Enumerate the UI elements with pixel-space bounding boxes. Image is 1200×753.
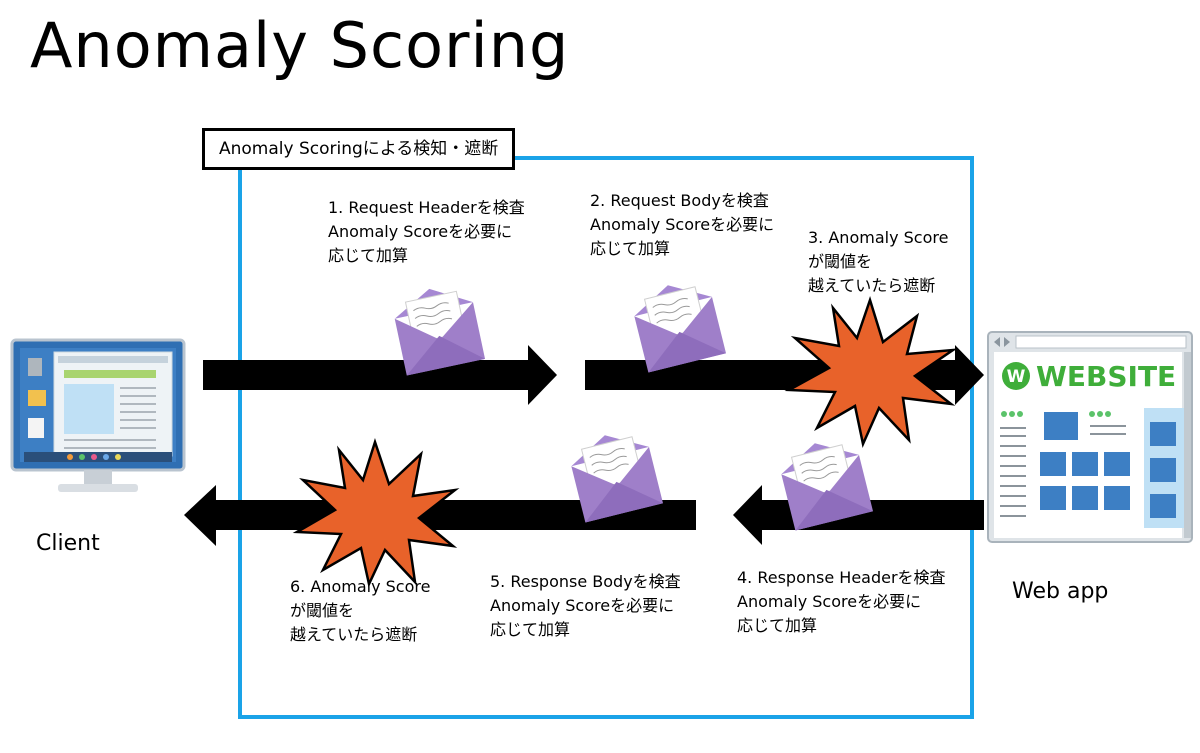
explosion-icon [292, 437, 460, 588]
webapp-label: Web app [1012, 579, 1109, 604]
step-2-annotation: 2. Request Bodyを検査 Anomaly Scoreを必要に 応じて… [590, 189, 774, 261]
envelope-icon [571, 435, 664, 523]
step-1-line-3: 応じて加算 [328, 246, 409, 265]
client-label: Client [36, 531, 100, 556]
step-3-line-1: 3. Anomaly Score [808, 228, 949, 247]
step-2-line-2: Anomaly Scoreを必要に [590, 215, 775, 234]
frame-label: Anomaly Scoringによる検知・遮断 [202, 128, 516, 170]
envelope-icon [394, 288, 486, 376]
envelope-icon [634, 285, 727, 373]
step-5-line-3: 応じて加算 [490, 620, 571, 639]
browser-window-icon: W WEBSITE [987, 331, 1193, 543]
step-4-line-1: 4. Response Headerを検査 [737, 568, 946, 587]
step-1-annotation: 1. Request Headerを検査 Anomaly Scoreを必要に 応… [328, 196, 525, 268]
response-arrow-2 [184, 485, 696, 546]
website-logo: WEBSITE [1036, 360, 1176, 393]
step-3-line-3: 越えていたら遮断 [808, 276, 936, 295]
step-1-line-1: 1. Request Headerを検査 [328, 198, 525, 217]
explosion-icon [784, 295, 958, 449]
step-6-line-1: 6. Anomaly Score [290, 577, 431, 596]
step-5-line-1: 5. Response Bodyを検査 [490, 572, 681, 591]
step-5-line-2: Anomaly Scoreを必要に [490, 596, 675, 615]
step-4-annotation: 4. Response Headerを検査 Anomaly Scoreを必要に … [737, 566, 946, 638]
step-5-annotation: 5. Response Bodyを検査 Anomaly Scoreを必要に 応じ… [490, 570, 681, 642]
step-2-line-3: 応じて加算 [590, 239, 671, 258]
step-4-line-3: 応じて加算 [737, 616, 818, 635]
detection-frame [238, 156, 974, 719]
svg-text:W: W [1007, 367, 1026, 387]
step-3-annotation: 3. Anomaly Score が閾値を 越えていたら遮断 [808, 226, 948, 298]
envelope-icon [781, 443, 874, 531]
step-1-line-2: Anomaly Scoreを必要に [328, 222, 513, 241]
step-6-line-3: 越えていたら遮断 [290, 625, 418, 644]
step-6-annotation: 6. Anomaly Score が閾値を 越えていたら遮断 [290, 575, 430, 647]
page-title: Anomaly Scoring [30, 9, 570, 82]
step-6-line-2: が閾値を [290, 601, 355, 620]
monitor-icon [10, 338, 186, 492]
step-3-line-2: が閾値を [808, 252, 873, 271]
request-arrow-1 [203, 345, 557, 405]
step-2-line-1: 2. Request Bodyを検査 [590, 191, 769, 210]
step-4-line-2: Anomaly Scoreを必要に [737, 592, 922, 611]
